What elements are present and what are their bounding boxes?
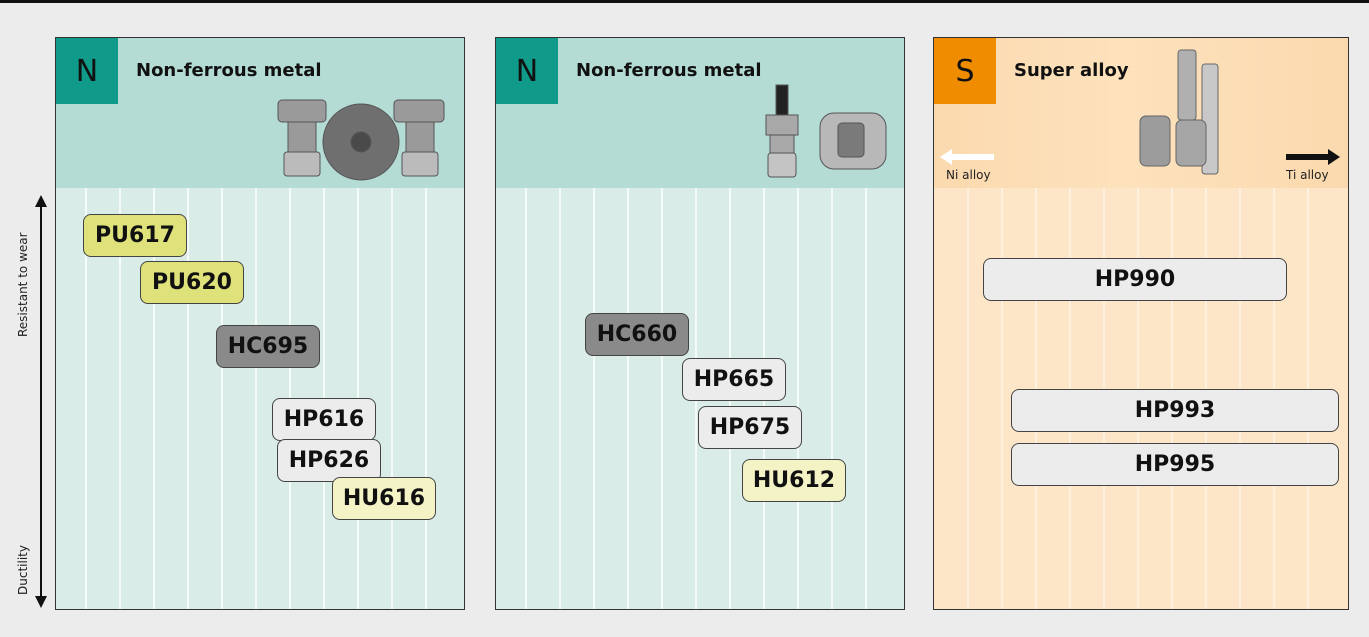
grade-hp995: HP995 bbox=[1011, 443, 1339, 486]
panel-super-alloy: S Super alloy Ni alloy Ti alloy bbox=[933, 37, 1349, 610]
material-badge: N bbox=[496, 38, 558, 104]
panel-body: HP990 HP993 HP995 bbox=[934, 188, 1348, 610]
axis-line bbox=[40, 205, 42, 598]
grade-hc660: HC660 bbox=[585, 313, 689, 356]
arrow-right-icon bbox=[1286, 149, 1340, 165]
panel-header: N Non-ferrous metal bbox=[56, 38, 464, 188]
grade-hu616: HU616 bbox=[332, 477, 436, 520]
panel-body: PU617 PU620 HC695 HP616 HP626 HU616 bbox=[56, 188, 464, 610]
panel-title: Super alloy bbox=[1014, 60, 1129, 81]
wear-ductility-axis: Resistant to wear Ductility bbox=[12, 195, 52, 608]
material-badge: N bbox=[56, 38, 118, 104]
super-alloy-tools-image bbox=[1132, 46, 1242, 182]
grade-hc695: HC695 bbox=[216, 325, 320, 368]
ni-alloy-label: Ni alloy bbox=[946, 168, 991, 182]
material-badge: S bbox=[934, 38, 996, 104]
panel-title: Non-ferrous metal bbox=[576, 60, 762, 81]
grade-hp993: HP993 bbox=[1011, 389, 1339, 432]
arrow-left-icon bbox=[940, 149, 994, 165]
grade-pu617: PU617 bbox=[83, 214, 187, 257]
milling-cutter-image bbox=[266, 90, 461, 185]
panel-body: HC660 HP665 HP675 HU612 bbox=[496, 188, 904, 610]
grade-pu620: PU620 bbox=[140, 261, 244, 304]
panel-header: N Non-ferrous metal bbox=[496, 38, 904, 188]
grade-hp675: HP675 bbox=[698, 406, 802, 449]
panel-title: Non-ferrous metal bbox=[136, 60, 322, 81]
grade-hp990: HP990 bbox=[983, 258, 1287, 301]
top-rule bbox=[0, 0, 1369, 3]
grade-hp665: HP665 bbox=[682, 358, 786, 401]
grade-hp626: HP626 bbox=[277, 439, 381, 482]
arrow-down-icon bbox=[35, 596, 47, 608]
axis-label-ductility: Ductility bbox=[16, 545, 30, 595]
grade-hp616: HP616 bbox=[272, 398, 376, 441]
panel-non-ferrous-2: N Non-ferrous metal HC660 bbox=[495, 37, 905, 610]
panel-non-ferrous-1: N Non-ferrous metal bbox=[55, 37, 465, 610]
panel-header: S Super alloy Ni alloy Ti alloy bbox=[934, 38, 1348, 188]
end-mill-holder-image bbox=[758, 83, 898, 185]
ti-alloy-label: Ti alloy bbox=[1286, 168, 1329, 182]
grade-hu612: HU612 bbox=[742, 459, 846, 502]
axis-label-wear: Resistant to wear bbox=[16, 232, 30, 337]
